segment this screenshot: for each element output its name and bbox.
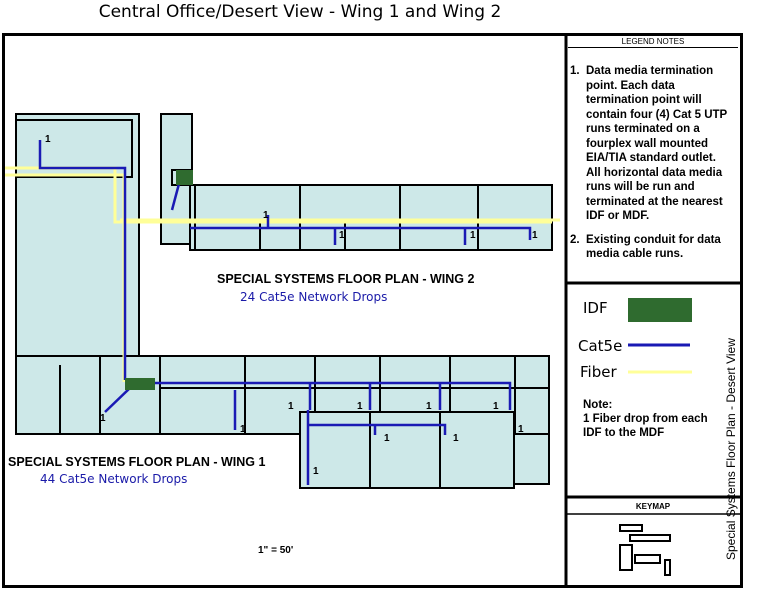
legend-cat5e-label: Cat5e [578,337,623,355]
scale-label: 1" = 50' [258,545,294,556]
svg-text:1: 1 [313,466,319,477]
keymap-header: KEYMAP [635,502,671,511]
svg-text:1: 1 [240,424,246,435]
note-text: Data media termination point. Each data … [586,65,727,222]
svg-text:1: 1 [532,230,538,241]
legend-fiber-label: Fiber [580,363,617,381]
legend-idf-swatch [628,298,692,322]
legend-note-2: 2. Existing conduit for data media cable… [570,233,730,262]
svg-text:1: 1 [518,424,524,435]
note-number: 1. [570,65,580,77]
sidebar-title: Special Systems Floor Plan - Desert View [724,338,738,560]
legend-notes-header: LEGEND NOTES [568,36,738,48]
legend-fiber-note: Note: 1 Fiber drop from each IDF to the … [583,399,708,439]
svg-text:1: 1 [45,134,51,145]
svg-text:1: 1 [470,230,476,241]
cat5e-lines [38,140,532,485]
svg-text:1: 1 [453,433,459,444]
wing1-subtitle: 44 Cat5e Network Drops [40,472,188,486]
svg-text:1: 1 [288,401,294,412]
legend-note-1: 1. Data media termination point. Each da… [570,64,730,224]
svg-text:1: 1 [357,401,363,412]
wing1-south-block [299,411,515,489]
wing2-title: SPECIAL SYSTEMS FLOOR PLAN - WING 2 [217,272,475,286]
svg-text:1: 1 [426,401,432,412]
building [15,113,553,489]
legend-idf-label: IDF [583,299,608,317]
keymap-icon [619,524,671,576]
note-text: Existing conduit for data media cable ru… [586,233,721,261]
legend-notes: 1. Data media termination point. Each da… [570,64,730,271]
wing2-subtitle: 24 Cat5e Network Drops [240,290,388,304]
idf-wing1 [125,378,155,390]
svg-text:1: 1 [339,230,345,241]
svg-text:1: 1 [263,210,269,221]
idf-wing2 [176,170,193,185]
note-number: 2. [570,233,580,246]
wing1-title: SPECIAL SYSTEMS FLOOR PLAN - WING 1 [8,455,266,469]
svg-text:1: 1 [493,401,499,412]
svg-text:1: 1 [100,413,106,424]
page-title: Central Office/Desert View - Wing 1 and … [98,2,502,22]
room-southeast [513,433,550,485]
svg-text:1: 1 [384,433,390,444]
drop-markers: 1 1 1 1 1 1 1 1 1 1 1 1 1 1 1 [45,134,538,477]
wing2-block [189,184,553,251]
drawing-frame [2,33,743,588]
